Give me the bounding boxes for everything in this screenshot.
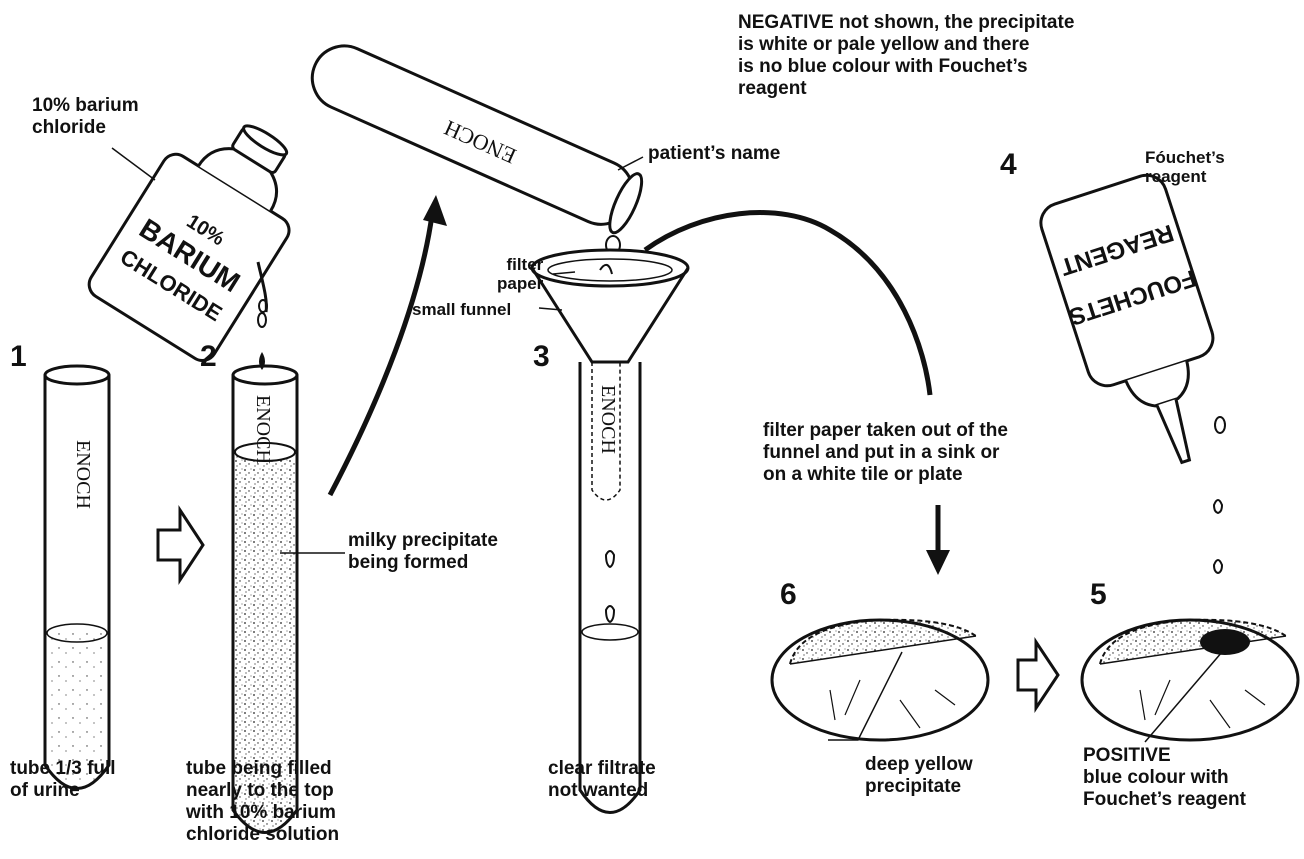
pouring-tube: ENOCH [302,36,648,237]
milky-precipitate-label: milky precipitate being formed [348,530,498,574]
deep-yellow-label: deep yellow precipitate [865,754,973,798]
tube-being-filled-caption: tube being filled nearly to the top with… [186,758,339,846]
filter-paper-label: filter paper [497,255,543,293]
step-5-number: 5 [1090,578,1107,612]
tube-1: ENOCH [45,366,109,789]
step-1-number: 1 [10,340,27,374]
fouchet-drop [1214,560,1222,573]
clear-filtrate-caption: clear filtrate not wanted [548,758,656,802]
step-4-number: 4 [1000,148,1017,182]
fouchet-drop [1215,417,1225,433]
arrow-1-to-2 [158,510,203,580]
positive-description: blue colour with Fouchet’s reagent [1083,767,1246,811]
barium-chloride-label: 10% barium chloride [32,95,139,139]
step-2-number: 2 [200,340,217,374]
fouchet-bottle: REAGENT FOUCHETS [1035,170,1249,482]
step-3-number: 3 [533,340,550,374]
plate-5 [1082,620,1298,740]
patients-name-label: patient’s name [648,143,780,165]
tube-third-full-caption: tube 1/3 full of urine [10,758,116,802]
positive-title: POSITIVE [1083,745,1171,767]
arrow-2-to-filter-head [423,195,447,226]
tube-3: ENOCH [580,362,640,813]
plate-6 [772,620,988,740]
funnel [532,250,688,362]
small-funnel-label: small funnel [412,300,511,319]
filter-paper-taken-note: filter paper taken out of the funnel and… [763,420,1008,486]
arrow-down-to-plate-head [926,550,950,575]
tube-2-name: ENOCH [252,395,274,464]
tube-3-name: ENOCH [597,385,619,454]
step-6-number: 6 [780,578,797,612]
negative-note: NEGATIVE not shown, the precipitate is w… [738,12,1074,100]
arrow-2-to-filter [330,215,432,495]
arrow-6-to-5 [1018,642,1058,708]
barium-drop [258,313,266,327]
fouchet-reagent-label: Fóuchet’s reagent [1145,148,1225,186]
leader-patient [618,157,643,170]
arrow-funnel-to-plate [645,213,930,395]
leader-barium [112,148,155,180]
fouchet-drop [1214,500,1222,513]
tube-1-name: ENOCH [72,440,94,509]
